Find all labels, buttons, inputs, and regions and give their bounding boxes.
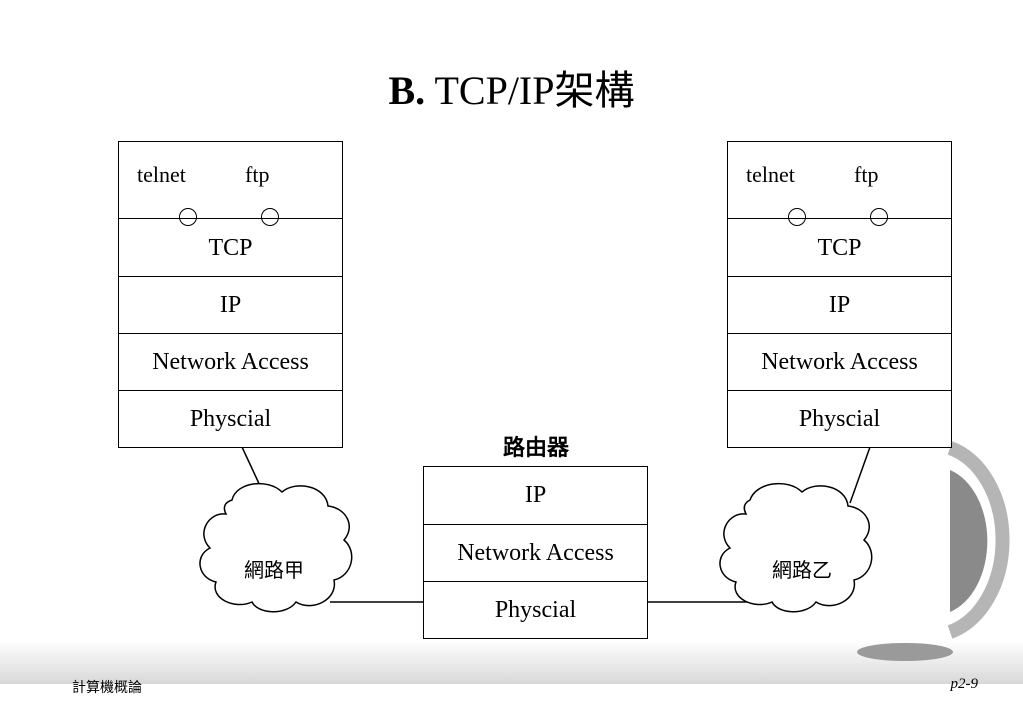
right-telnet-port — [788, 208, 806, 226]
page-title: B. TCP/IP架構 — [0, 66, 1023, 116]
right-ip-layer: IP — [728, 276, 951, 333]
right-ftp-port — [870, 208, 888, 226]
footer-bar — [0, 640, 1023, 684]
right-host-link — [849, 446, 871, 504]
router-label: 路由器 — [503, 436, 570, 461]
left-ip-layer: IP — [119, 276, 342, 333]
left-tcp-layer: TCP — [119, 218, 342, 276]
left-telnet-label: telnet — [137, 162, 186, 187]
right-host-stack: telnet ftp TCP IP Network Access Physcia… — [727, 141, 952, 448]
right-telnet-label: telnet — [746, 162, 795, 187]
left-ftp-label: ftp — [245, 162, 270, 187]
right-network-access-layer: Network Access — [728, 333, 951, 390]
left-host-stack: telnet ftp TCP IP Network Access Physcia… — [118, 141, 343, 448]
router-stack: IP Network Access Physcial — [423, 466, 648, 639]
router-ip-layer: IP — [524, 481, 547, 508]
left-telnet-port — [179, 208, 197, 226]
right-network-cloud — [719, 482, 873, 613]
footer-course-title: 計算機概論 — [72, 680, 142, 696]
right-tcp-layer: TCP — [728, 218, 951, 276]
right-ftp-label: ftp — [854, 162, 879, 187]
router-physical-layer: Physcial — [424, 581, 647, 638]
title-text: TCP/IP架構 — [434, 68, 635, 113]
left-network-label: 網路甲 — [244, 558, 304, 582]
left-physical-layer: Physcial — [119, 390, 342, 447]
right-physical-layer: Physcial — [728, 390, 951, 447]
footer-page-number: p2-9 — [950, 676, 979, 692]
left-network-access-layer: Network Access — [119, 333, 342, 390]
router-network-access-layer: Network Access — [424, 524, 647, 581]
left-network-cloud — [199, 482, 353, 613]
left-ftp-port — [261, 208, 279, 226]
right-network-label: 網路乙 — [772, 558, 832, 582]
title-bold: B. — [388, 68, 426, 113]
